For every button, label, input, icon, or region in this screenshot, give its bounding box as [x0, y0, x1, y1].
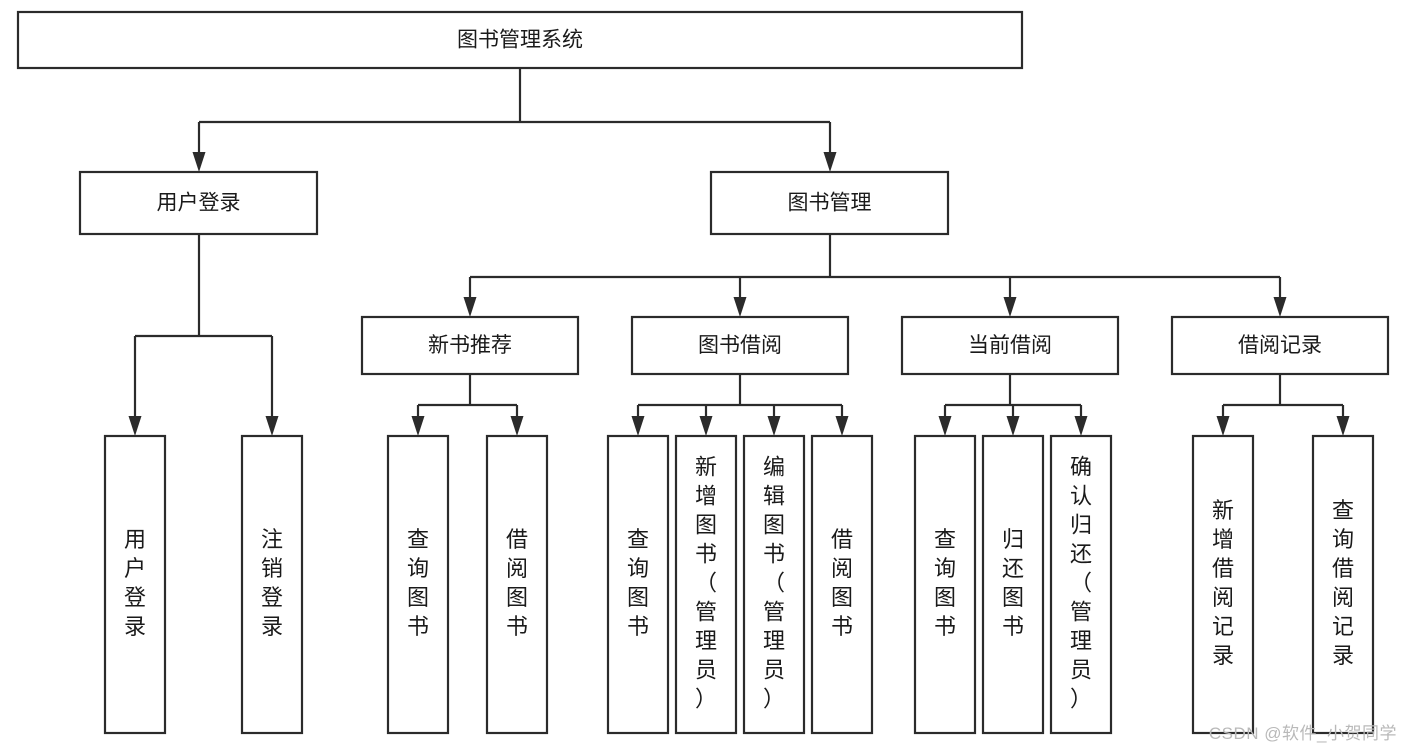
node-box[interactable]	[1170, 315, 1390, 376]
arrow-head-icon	[128, 416, 142, 436]
connector-group-book-manage	[463, 234, 1287, 317]
connector-group-new-book-recommend	[411, 374, 524, 436]
node-box[interactable]	[485, 434, 549, 735]
node-box[interactable]	[913, 434, 977, 735]
arrow-head-icon	[411, 416, 425, 436]
node-label: 图书管理	[788, 192, 872, 215]
node-user-login[interactable]: 用户登录	[78, 170, 319, 236]
node-leaf-add-borrow-record[interactable]: 新增借阅记录	[1191, 434, 1255, 735]
node-box[interactable]	[1049, 434, 1113, 735]
node-layer: 图书管理系统用户登录图书管理新书推荐图书借阅当前借阅借阅记录用户登录注销登录查询…	[16, 10, 1390, 735]
node-box[interactable]	[674, 434, 738, 735]
connector-group-borrow-record	[1216, 374, 1350, 436]
node-box[interactable]	[900, 315, 1120, 376]
node-box[interactable]	[981, 434, 1045, 735]
node-box[interactable]	[240, 434, 304, 735]
node-leaf-confirm-return-admin[interactable]: 确认归还（管理员）	[1049, 434, 1113, 735]
arrow-head-icon	[1074, 416, 1088, 436]
node-box[interactable]	[709, 170, 950, 236]
connector-layer	[128, 68, 1350, 436]
node-label: 借阅图书	[506, 527, 528, 639]
node-label: 注销登录	[261, 527, 283, 639]
connector-group-current-borrow	[938, 374, 1088, 436]
arrow-head-icon	[938, 416, 952, 436]
node-label: 新增借阅记录	[1212, 498, 1234, 668]
node-label: 用户登录	[157, 192, 241, 215]
node-box[interactable]	[78, 170, 319, 236]
node-new-book-recommend[interactable]: 新书推荐	[360, 315, 580, 376]
arrow-head-icon	[265, 416, 279, 436]
node-leaf-user-logout[interactable]: 注销登录	[240, 434, 304, 735]
node-label: 查询借阅记录	[1332, 498, 1354, 668]
arrow-head-icon	[192, 152, 206, 172]
node-label: 查询图书	[407, 527, 429, 639]
node-label: 图书管理系统	[457, 29, 583, 52]
arrow-head-icon	[1336, 416, 1350, 436]
arrow-head-icon	[1003, 297, 1017, 317]
node-leaf-return-book[interactable]: 归还图书	[981, 434, 1045, 735]
connector-group-book-borrow	[631, 374, 849, 436]
arrow-head-icon	[733, 297, 747, 317]
node-leaf-borrow-book-2[interactable]: 借阅图书	[810, 434, 874, 735]
arrow-head-icon	[767, 416, 781, 436]
node-box[interactable]	[742, 434, 806, 735]
node-label: 确认归还（管理员）	[1070, 454, 1092, 711]
node-box[interactable]	[630, 315, 850, 376]
node-label: 借阅图书	[831, 527, 853, 639]
node-label: 编辑图书（管理员）	[763, 454, 785, 711]
node-label: 当前借阅	[968, 334, 1052, 357]
node-label: 查询图书	[934, 527, 956, 639]
node-box[interactable]	[103, 434, 167, 735]
node-label: 查询图书	[627, 527, 649, 639]
node-root[interactable]: 图书管理系统	[16, 10, 1024, 70]
arrow-head-icon	[631, 416, 645, 436]
arrow-head-icon	[1006, 416, 1020, 436]
node-box[interactable]	[606, 434, 670, 735]
node-box[interactable]	[386, 434, 450, 735]
node-box[interactable]	[16, 10, 1024, 70]
arrow-head-icon	[1216, 416, 1230, 436]
node-leaf-query-borrow-record[interactable]: 查询借阅记录	[1311, 434, 1375, 735]
connector-group-user-login	[128, 234, 279, 436]
arrow-head-icon	[510, 416, 524, 436]
node-label: 新增图书（管理员）	[695, 454, 717, 711]
arrow-head-icon	[835, 416, 849, 436]
node-borrow-record[interactable]: 借阅记录	[1170, 315, 1390, 376]
node-label: 用户登录	[124, 527, 146, 639]
node-leaf-user-login[interactable]: 用户登录	[103, 434, 167, 735]
node-label: 借阅记录	[1238, 334, 1322, 357]
node-leaf-add-book-admin[interactable]: 新增图书（管理员）	[674, 434, 738, 735]
node-leaf-query-book-1[interactable]: 查询图书	[386, 434, 450, 735]
node-label: 新书推荐	[428, 334, 512, 357]
arrow-head-icon	[463, 297, 477, 317]
node-leaf-edit-book-admin[interactable]: 编辑图书（管理员）	[742, 434, 806, 735]
node-box[interactable]	[810, 434, 874, 735]
csdn-watermark: CSDN @软件_小贺同学	[1208, 724, 1397, 743]
node-leaf-query-book-2[interactable]: 查询图书	[606, 434, 670, 735]
node-box[interactable]	[360, 315, 580, 376]
node-box[interactable]	[1191, 434, 1255, 735]
arrow-head-icon	[699, 416, 713, 436]
node-leaf-query-book-3[interactable]: 查询图书	[913, 434, 977, 735]
node-book-manage[interactable]: 图书管理	[709, 170, 950, 236]
connector-group-root	[192, 68, 837, 172]
node-box[interactable]	[1311, 434, 1375, 735]
node-book-borrow[interactable]: 图书借阅	[630, 315, 850, 376]
arrow-head-icon	[1273, 297, 1287, 317]
node-label: 归还图书	[1002, 527, 1024, 639]
node-current-borrow[interactable]: 当前借阅	[900, 315, 1120, 376]
node-leaf-borrow-book-1[interactable]: 借阅图书	[485, 434, 549, 735]
node-label: 图书借阅	[698, 334, 782, 357]
arrow-head-icon	[823, 152, 837, 172]
